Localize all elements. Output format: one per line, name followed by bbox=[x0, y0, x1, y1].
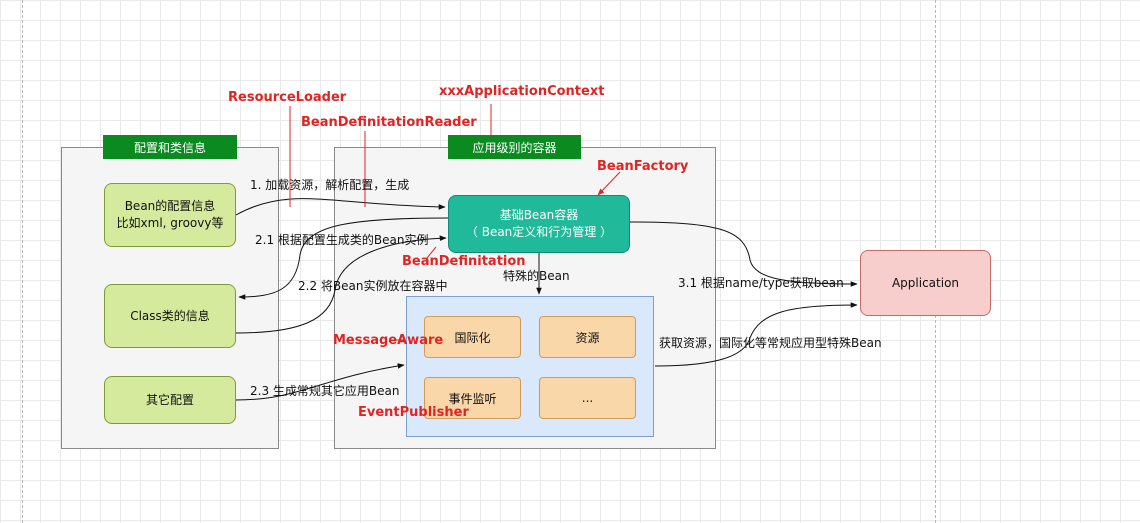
annotation-bean-definition: BeanDefinitation bbox=[402, 254, 526, 269]
anno-line-bean-definition bbox=[426, 246, 437, 259]
edge-label-special-bean: 特殊的Bean bbox=[503, 269, 570, 283]
edge-label-load: 1. 加载资源，解析配置，生成 bbox=[250, 178, 410, 192]
class-info-box: Class类的信息 bbox=[104, 284, 236, 348]
edge-label-regular-bean: 2.3 生成常规其它应用Bean bbox=[250, 384, 400, 398]
anno-line-bean-factory bbox=[597, 171, 621, 196]
more-box: ... bbox=[539, 377, 636, 419]
bean-config-line1: Bean的配置信息 bbox=[124, 199, 216, 213]
edge-load bbox=[235, 198, 446, 216]
annotation-app-context: xxxApplicationContext bbox=[439, 84, 605, 99]
bean-config-box: Bean的配置信息 比如xml, groovy等 bbox=[104, 183, 236, 247]
class-info-label: Class类的信息 bbox=[130, 308, 210, 323]
annotation-resource-loader: ResourceLoader bbox=[228, 90, 347, 105]
base-container-line2: （ Bean定义和行为管理 ） bbox=[465, 225, 613, 239]
application-box: Application bbox=[860, 250, 991, 316]
i18n-box: 国际化 bbox=[424, 316, 521, 358]
config-group-tag: 配置和类信息 bbox=[103, 135, 237, 159]
annotation-event-publisher: EventPublisher bbox=[358, 405, 469, 420]
edge-label-put-instance: 2.2 将Bean实例放在容器中 bbox=[298, 279, 448, 293]
container-group-tag: 应用级别的容器 bbox=[448, 135, 581, 159]
base-container-line1: 基础Bean容器 bbox=[499, 208, 579, 222]
annotation-message-aware: MessageAware bbox=[333, 333, 444, 348]
other-config-label: 其它配置 bbox=[145, 392, 194, 407]
edge-label-gen-instance: 2.1 根据配置生成类的Bean实例 bbox=[255, 233, 429, 247]
edge-regular-bean bbox=[235, 363, 405, 401]
edge-get-bean bbox=[629, 221, 858, 287]
edge-gen-instance bbox=[238, 217, 449, 300]
other-config-box: 其它配置 bbox=[104, 376, 236, 424]
event-listener-box: 事件监听 bbox=[424, 377, 521, 419]
edge-label-get-bean: 3.1 根据name/type获取bean bbox=[678, 276, 844, 290]
base-bean-container-box: 基础Bean容器 （ Bean定义和行为管理 ） bbox=[448, 195, 630, 253]
edge-label-get-resource: 获取资源，国际化等常规应用型特殊Bean bbox=[659, 336, 882, 350]
bean-config-line2: 比如xml, groovy等 bbox=[116, 216, 224, 230]
edge-get-resource bbox=[654, 302, 858, 367]
annotation-bean-factory: BeanFactory bbox=[597, 159, 689, 174]
guide-line-left bbox=[22, 0, 23, 523]
annotation-def-reader: BeanDefinitationReader bbox=[301, 115, 477, 130]
edge-put-instance bbox=[235, 235, 447, 334]
resource-box: 资源 bbox=[539, 316, 636, 358]
